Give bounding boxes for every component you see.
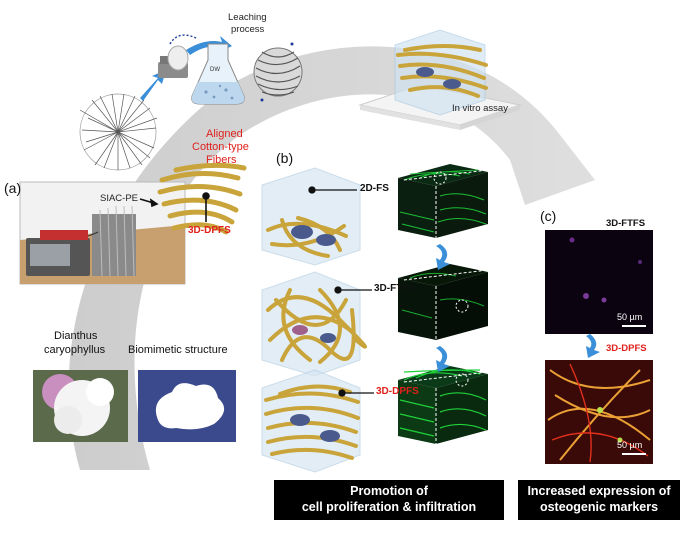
fluorescence-3d-dpfs — [398, 366, 489, 444]
osteogenic-caption: Increased expression of osteogenic marke… — [518, 480, 680, 520]
dianthus-photo — [33, 370, 128, 442]
pointer-icon — [139, 192, 210, 222]
leaching-label-line1: Leaching — [228, 12, 267, 23]
osteogenic-caption-line1: Increased expression of — [527, 484, 671, 499]
scale-bar-label-top: 50 µm — [617, 312, 643, 322]
in-vitro-assay-figure — [358, 29, 522, 130]
electrospinning-setup-photo — [19, 181, 186, 285]
spinning-device-icon — [158, 34, 197, 78]
dpfs-fiber-bundle — [157, 162, 247, 235]
panel-label-a: (a) — [4, 180, 22, 196]
fluorescence-2d-fs — [398, 164, 489, 238]
siac-pe-label: SIAC-PE — [100, 193, 139, 204]
dpfs-label-a: 3D-DPFS — [188, 225, 231, 236]
dianthus-label-line1: Dianthus — [54, 330, 98, 342]
scaffold-3d-ftfs — [261, 271, 367, 377]
aligned-label-line1: Aligned — [206, 128, 243, 140]
scale-bar-label-bottom: 50 µm — [617, 440, 643, 450]
fiber-fan-icon — [79, 93, 158, 171]
aligned-label-line2: Cotton-type — [192, 141, 249, 153]
dianthus-label-line2: caryophyllus — [44, 344, 106, 356]
scaffold-2d-fs — [261, 167, 361, 266]
fluorescence-3d-ftfs — [398, 264, 489, 340]
scaffold-label-3d-ftfs: 3D-FTFS — [374, 283, 416, 294]
scaffold-label-3d-dpfs: 3D-DPFS — [376, 386, 419, 397]
proliferation-caption-line2: cell proliferation & infiltration — [301, 500, 477, 514]
marker-label-top: 3D-FTFS — [606, 218, 646, 229]
panel-label-c: (c) — [540, 208, 557, 224]
aligned-label-line3: Fibers — [206, 154, 237, 166]
osteogenic-caption-line2: osteogenic markers — [539, 500, 659, 514]
panel-label-b: (b) — [276, 150, 294, 166]
biomimetic-label: Biomimetic structure — [128, 344, 228, 356]
leaching-label-line2: process — [231, 24, 265, 35]
in-vitro-label: In vitro assay — [452, 103, 508, 114]
scaffold-3d-dpfs — [261, 369, 361, 473]
scaffold-label-2d-fs: 2D-FS — [360, 183, 389, 194]
scale-bar-top — [622, 325, 646, 327]
fiber-zoom-icon — [253, 42, 303, 102]
scale-bar-bottom — [622, 453, 646, 455]
flask-icon — [191, 43, 245, 105]
biomimetic-structure-photo — [138, 370, 236, 442]
proliferation-caption: Promotion of cell proliferation & infilt… — [274, 480, 504, 520]
marker-label-bottom: 3D-DPFS — [606, 343, 647, 354]
connector-lines — [308, 186, 374, 397]
process-arc — [68, 46, 595, 470]
flask-label: DW — [210, 67, 220, 73]
microscopy-3d-dpfs — [545, 360, 653, 464]
arrow-icon — [436, 244, 600, 372]
microscopy-3d-ftfs — [545, 230, 653, 334]
proliferation-caption-line1: Promotion of — [350, 484, 428, 499]
